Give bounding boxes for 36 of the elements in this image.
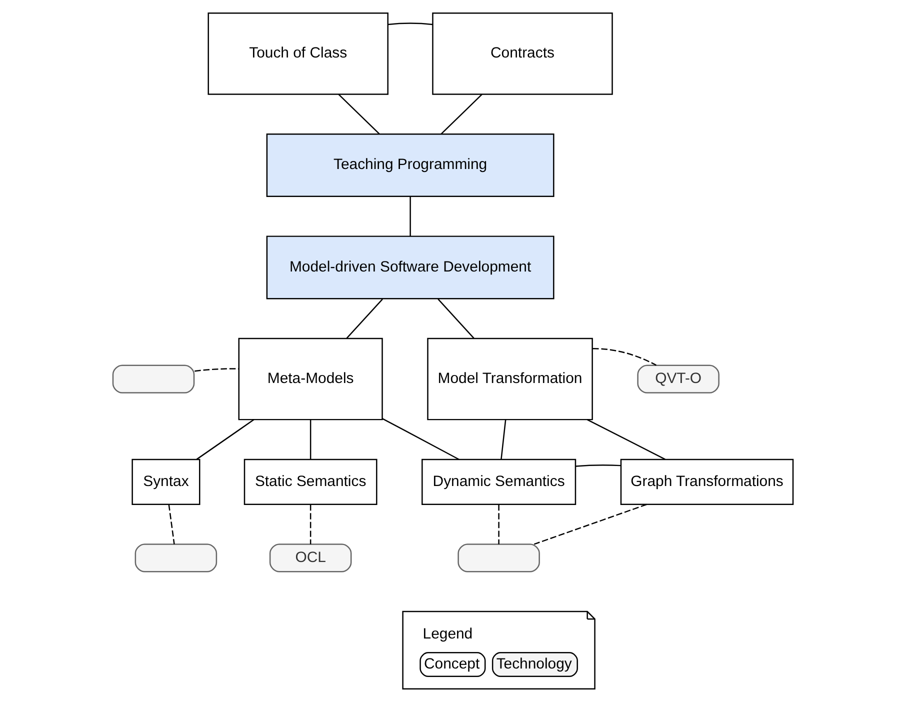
node-box: QVT-O [637,364,720,394]
node-box: Dynamic Semantics [422,458,576,505]
node-box [134,544,218,572]
connector [168,504,175,544]
node-box: Syntax [132,458,200,505]
node-box [112,364,195,394]
connector [310,504,312,544]
legend-label: Concept [424,655,480,672]
connector [196,419,254,460]
node-box: Contracts [432,12,613,95]
node-box: Teaching Programming [266,133,554,198]
connector [310,420,312,460]
connector [346,298,383,339]
node-box [458,544,540,572]
connector [410,196,411,236]
connector [576,464,621,467]
node-box: Graph Transformations [620,458,794,505]
legend-label: Technology [496,655,572,672]
connector [440,94,482,134]
connector [500,420,506,460]
connector [592,348,656,366]
connector [388,22,433,26]
node-box: Model-driven Software Development [266,236,554,300]
connector [534,504,647,545]
connector [587,419,666,460]
node-box: Meta-Models [238,338,383,420]
label: Legend [422,625,473,642]
node-box: OCL [269,544,352,572]
connector [194,368,239,372]
connector [438,298,474,339]
connector [382,418,460,460]
node-box: Model Transformation [427,338,593,420]
connector [498,504,500,544]
connector [338,94,380,134]
node-box: Touch of Class [208,12,388,95]
node-box: Static Semantics [244,458,378,505]
